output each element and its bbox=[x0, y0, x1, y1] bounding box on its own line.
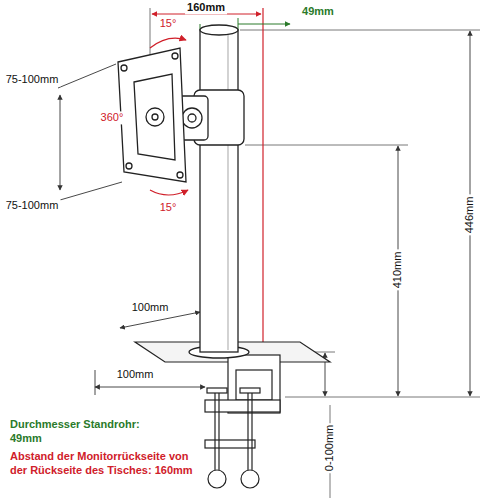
vesa-dimension: 75-100mm bbox=[4, 199, 61, 212]
vesa-dimension: 75-100mm bbox=[4, 73, 61, 86]
pole bbox=[189, 25, 249, 358]
offset-dimension: 160mm bbox=[185, 1, 227, 14]
monitor-arm bbox=[178, 90, 244, 145]
offset-note: Abstand der Monitorrückseite von der Rüc… bbox=[8, 450, 202, 478]
tilt-angle: 15° bbox=[158, 17, 179, 30]
extension-lines bbox=[150, 8, 480, 498]
vesa-plate bbox=[118, 48, 186, 182]
rotation-angle: 360° bbox=[99, 111, 126, 124]
diameter-note: Durchmesser Standrohr: 49mm bbox=[8, 418, 162, 446]
height-dimension: 446mm bbox=[463, 195, 476, 236]
height-dimension: 410mm bbox=[391, 250, 404, 291]
plate-dimension: 100mm bbox=[115, 368, 156, 381]
plate-dimension: 100mm bbox=[130, 301, 171, 314]
dimension-lines bbox=[58, 31, 470, 396]
tilt-angle: 15° bbox=[158, 201, 179, 214]
diameter-dimension: 49mm bbox=[300, 5, 336, 18]
clamp-range-dimension: 0-100mm bbox=[323, 423, 336, 473]
